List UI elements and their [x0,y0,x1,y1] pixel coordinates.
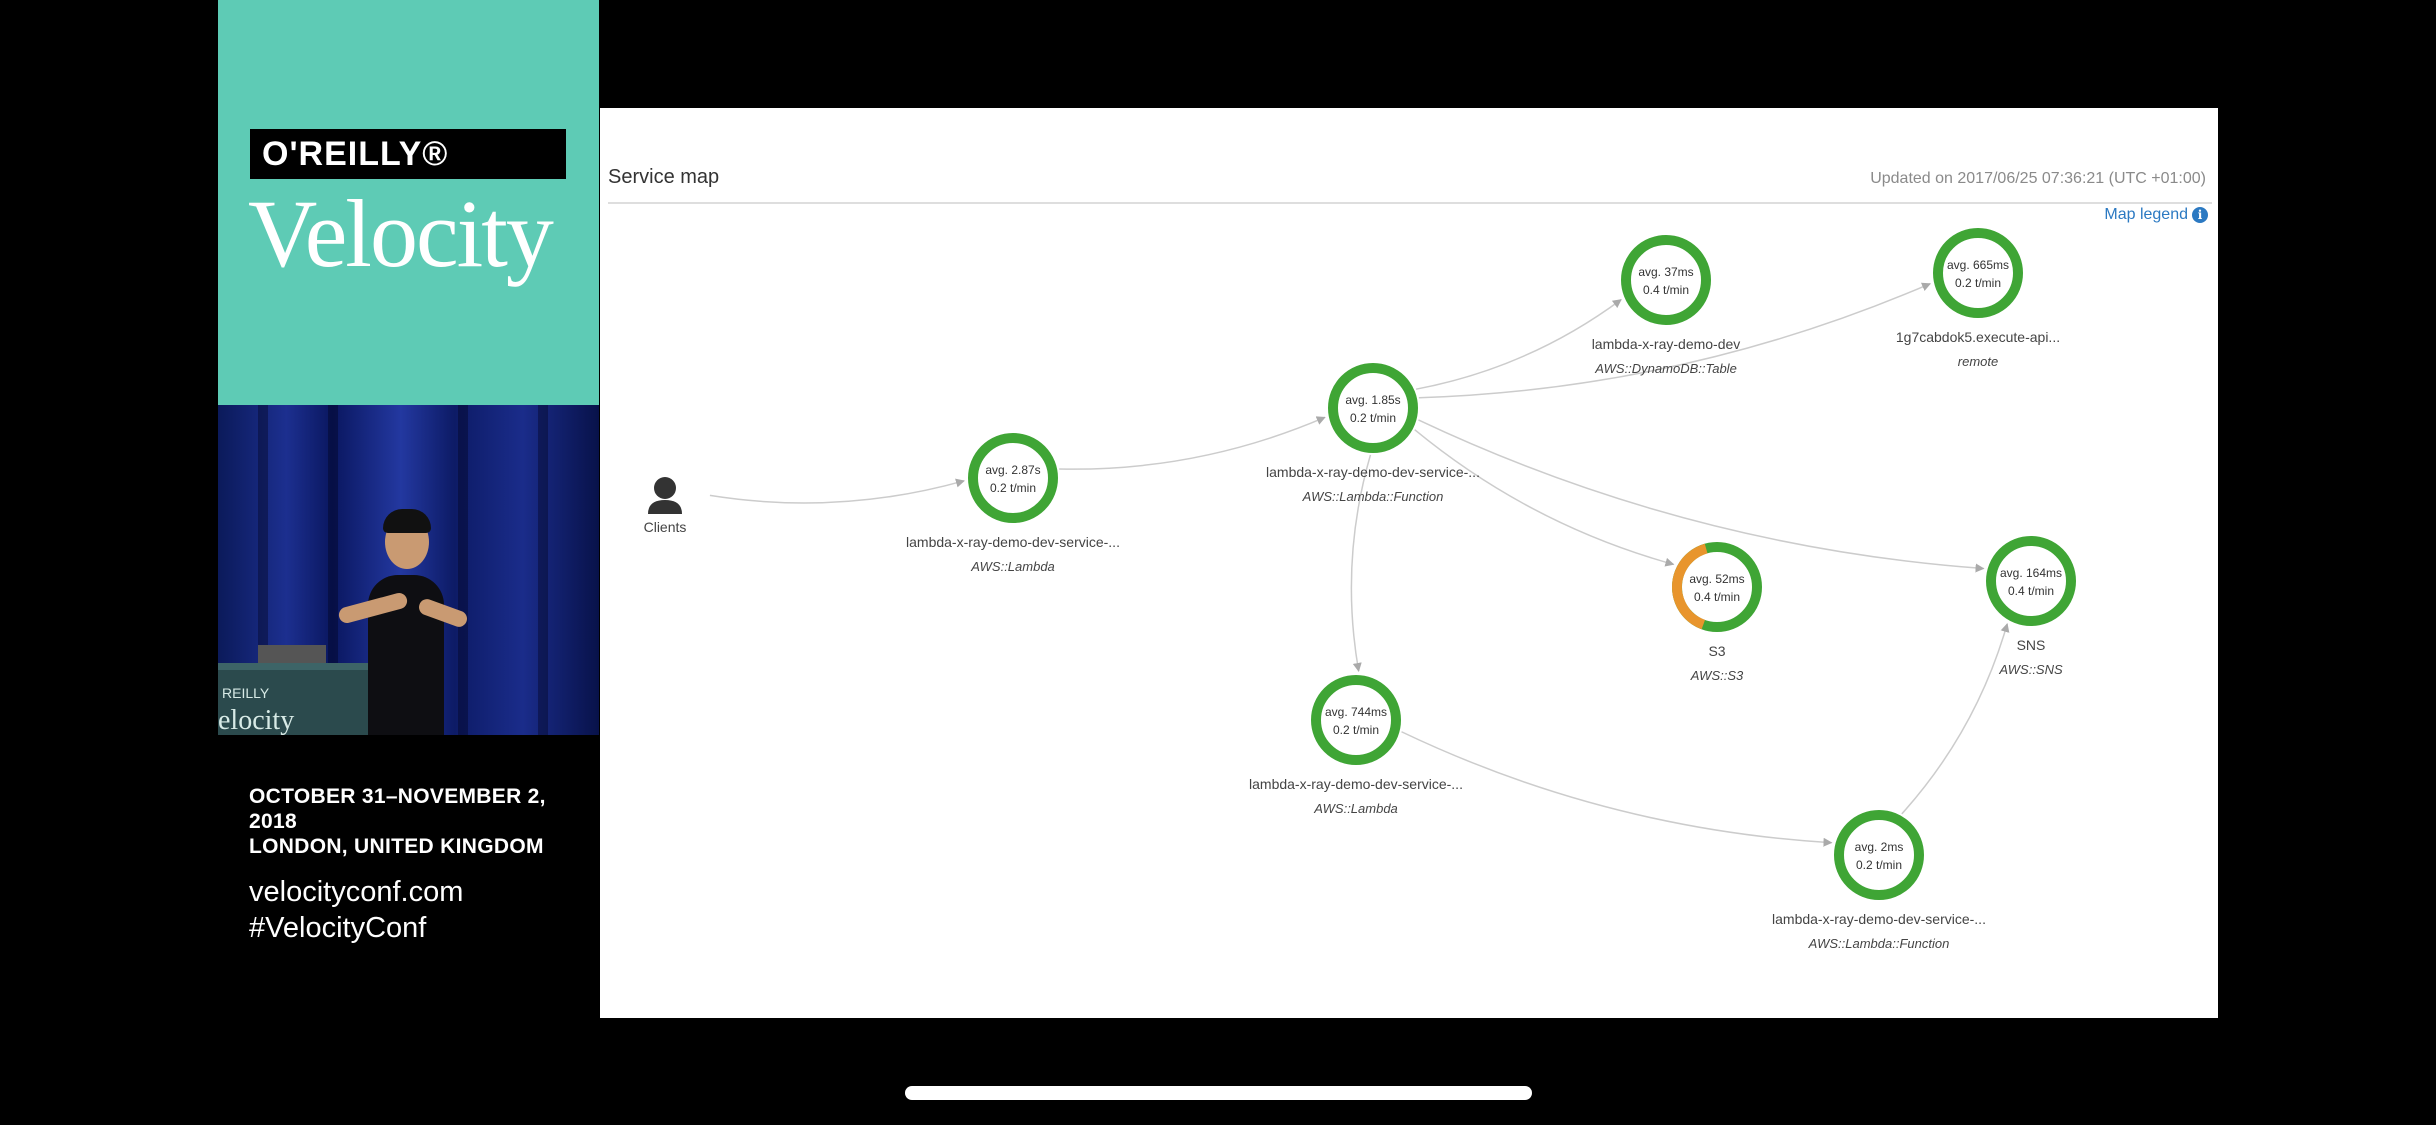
service-node-function2[interactable]: avg. 2ms 0.2 t/min lambda-x-ray-demo-dev-s… [1772,810,1986,951]
node-avg-latency: avg. 164ms [2000,566,2062,580]
info-icon[interactable]: i [2192,207,2208,223]
health-ring[interactable] [1311,675,1401,765]
node-trace-rate: 0.4 t/min [1643,283,1689,297]
home-indicator[interactable] [905,1086,1532,1100]
node-trace-rate: 0.2 t/min [1955,276,2001,290]
xray-console: Service map Updated on 2017/06/25 07:36:… [600,108,2218,1018]
node-type: AWS::DynamoDB::Table [1594,361,1737,376]
speaker-hair [383,509,431,533]
node-name: lambda-x-ray-demo-dev-service-... [1266,464,1480,480]
service-node-api[interactable]: avg. 665ms 0.2 t/min 1g7cabdok5.execute-ap… [1896,228,2060,369]
node-name: lambda-x-ray-demo-dev-service-... [906,534,1120,550]
node-type: AWS::Lambda::Function [1808,936,1950,951]
node-avg-latency: avg. 2.87s [985,463,1040,477]
node-avg-latency: avg. 744ms [1325,705,1387,719]
health-ring[interactable] [1986,536,2076,626]
updated-timestamp: Updated on 2017/06/25 07:36:21 (UTC +01:… [1870,170,2206,187]
event-dates: OCTOBER 31–NOVEMBER 2, 2018 [249,785,546,833]
user-icon[interactable] [648,477,682,514]
node-name: lambda-x-ray-demo-dev-service-... [1249,776,1463,792]
service-node-dynamo[interactable]: avg. 37ms 0.4 t/min lambda-x-ray-demo-devA… [1592,235,1741,376]
laptop [258,645,326,667]
node-type: AWS::Lambda [1313,801,1398,816]
edge-client-lambda1[interactable] [709,478,965,504]
health-ring[interactable] [1621,235,1711,325]
node-type: AWS::Lambda [970,559,1055,574]
service-map-header: Service map Updated on 2017/06/25 07:36:… [608,162,2212,204]
node-avg-latency: avg. 37ms [1638,265,1693,279]
node-avg-latency: avg. 665ms [1947,258,2009,272]
node-name: SNS [2017,637,2046,653]
edge-function1-sns[interactable] [1418,419,1985,573]
event-details: OCTOBER 31–NOVEMBER 2, 2018 LONDON, UNIT… [249,784,599,859]
node-trace-rate: 0.2 t/min [990,481,1036,495]
edge-function1-lambda2[interactable] [1350,454,1372,672]
map-legend-label[interactable]: Map legend [2104,206,2188,223]
service-node-lambda1[interactable]: avg. 2.87s 0.2 t/min lambda-x-ray-demo-dev… [906,433,1120,574]
node-type: remote [1958,354,1998,369]
podium-brand: REILLY [222,685,270,701]
client-label: Clients [644,519,687,535]
service-map-canvas: Clients avg. 2.87s 0.2 t/min lambda-x-ray-… [644,228,2076,951]
health-ring[interactable] [1834,810,1924,900]
node-trace-rate: 0.2 t/min [1350,411,1396,425]
node-name: lambda-x-ray-demo-dev [1592,336,1741,352]
velocity-logo: Velocity [248,180,554,287]
health-ring[interactable] [1933,228,2023,318]
podium-brand-2: elocity [218,705,295,735]
oreilly-logo: O'REILLY® [250,129,566,179]
speaker-video: REILLY elocity [218,405,599,735]
node-avg-latency: avg. 2ms [1855,840,1904,854]
node-name: S3 [1708,643,1725,659]
health-ring[interactable] [968,433,1058,523]
event-hashtag: #VelocityConf [249,912,427,944]
conference-brand-panel: O'REILLY® Velocity [218,0,599,405]
node-trace-rate: 0.2 t/min [1333,723,1379,737]
node-trace-rate: 0.4 t/min [2008,584,2054,598]
event-website[interactable]: velocityconf.com [249,876,464,908]
node-name: 1g7cabdok5.execute-api... [1896,329,2060,345]
node-type: AWS::Lambda::Function [1302,489,1444,504]
node-avg-latency: avg. 52ms [1689,572,1744,586]
node-trace-rate: 0.4 t/min [1694,590,1740,604]
node-type: AWS::S3 [1690,668,1744,683]
service-node-function1[interactable]: avg. 1.85s 0.2 t/min lambda-x-ray-demo-dev… [1266,363,1480,504]
health-ring[interactable] [1328,363,1418,453]
conference-sidebar: O'REILLY® Velocity REILLY elocity OCTOBE… [218,0,599,1125]
client-node[interactable]: Clients [644,477,687,535]
event-links: velocityconf.com #VelocityConf [249,874,463,946]
edge-lambda1-function1[interactable] [1059,416,1326,470]
edge-function1-api[interactable] [1418,282,1932,399]
page-title: Service map [608,166,720,188]
edge-function1-s3[interactable] [1414,429,1675,567]
node-type: AWS::SNS [1998,662,2063,677]
node-name: lambda-x-ray-demo-dev-service-... [1772,911,1986,927]
node-trace-rate: 0.2 t/min [1856,858,1902,872]
edge-lambda2-function2[interactable] [1401,731,1833,847]
service-node-lambda2[interactable]: avg. 744ms 0.2 t/min lambda-x-ray-demo-dev… [1249,675,1463,816]
edge-function2-sns[interactable] [1901,622,2010,815]
node-avg-latency: avg. 1.85s [1345,393,1400,407]
event-location: LONDON, UNITED KINGDOM [249,835,544,858]
edge-function1-dynamo[interactable] [1415,299,1622,390]
